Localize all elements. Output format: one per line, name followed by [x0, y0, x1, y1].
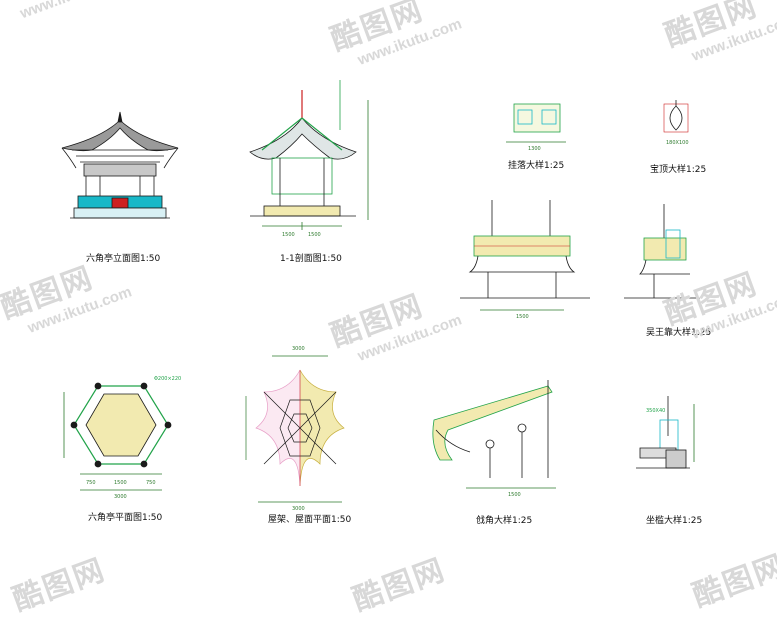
- drawing-sheet: 1500 1500 1300 180X100 1500: [61, 80, 700, 512]
- railing-detail-drawing: [460, 200, 590, 311]
- corner-dim: 1500: [508, 492, 521, 498]
- corner-detail-drawing: [432, 380, 556, 489]
- roof-dim-total: 3000: [292, 506, 305, 512]
- bench-dim: 350X40: [646, 408, 665, 414]
- caption-finial: 宝顶大样1:25: [650, 165, 707, 175]
- hanging-dim: 1300: [528, 146, 541, 152]
- caption-corner: 戗角大样1:25: [476, 516, 533, 526]
- railing-dim: 1500: [516, 314, 529, 320]
- section-dim-right: 1500: [308, 232, 321, 238]
- plan-drawing: [63, 382, 172, 491]
- plan-dim-side2: 750: [146, 480, 156, 486]
- bench-detail-drawing: [636, 396, 695, 469]
- roof-plan-drawing: [245, 355, 345, 503]
- caption-plan: 六角亭平面图1:50: [88, 513, 163, 523]
- plan-dim-mid: 1500: [114, 480, 127, 486]
- caption-bench: 坐槛大样1:25: [646, 516, 703, 526]
- plan-post-label: Φ200×220: [154, 376, 181, 382]
- section-dim-left: 1500: [282, 232, 295, 238]
- caption-elevation: 六角亭立面图1:50: [86, 254, 161, 264]
- wuwangkao-detail-drawing: [624, 204, 700, 299]
- section-drawing: [249, 80, 369, 230]
- plan-dim-side1: 750: [86, 480, 96, 486]
- roof-dim-top: 3000: [292, 346, 305, 352]
- plan-dim-total: 3000: [114, 494, 127, 500]
- hanging-detail-drawing: [506, 103, 566, 143]
- caption-section: 1-1剖面图1:50: [280, 254, 342, 264]
- caption-hanging: 挂落大样1:25: [508, 161, 565, 171]
- finial-dim: 180X100: [666, 140, 689, 146]
- elevation-drawing: [61, 111, 179, 219]
- finial-detail-drawing: [663, 100, 689, 133]
- caption-wuwangkao: 吴王靠大样1:25: [646, 328, 712, 338]
- caption-roof-plan: 屋架、屋面平面1:50: [268, 515, 352, 525]
